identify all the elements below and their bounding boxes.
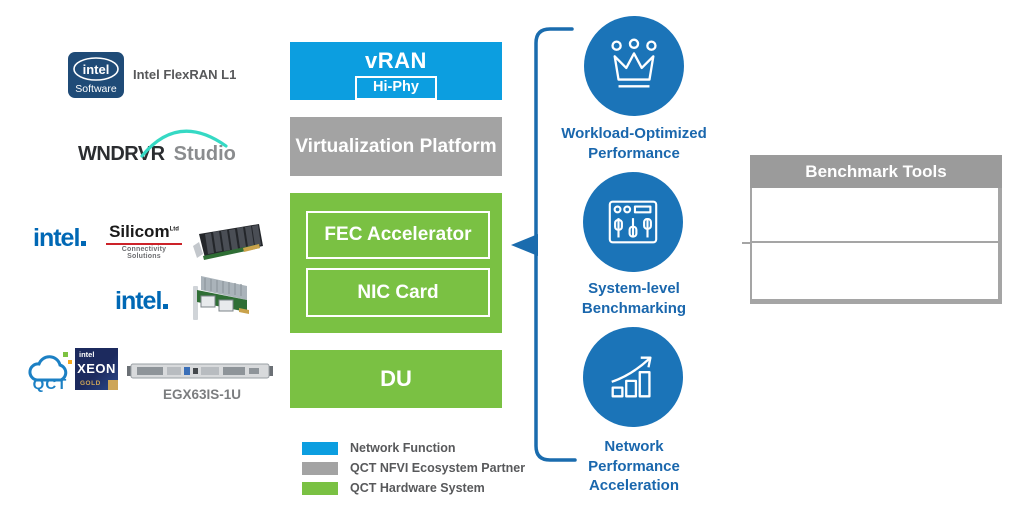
windriver-wordmark: WNDRVR xyxy=(78,143,165,165)
intel-software-label: Software xyxy=(75,82,117,95)
green-swatch-icon xyxy=(302,481,338,495)
intel-wordmark: intel xyxy=(33,224,80,252)
windriver-arc-icon xyxy=(140,129,228,158)
fec-accelerator-card-photo xyxy=(193,224,263,260)
benefit-label-workload: Workload-Optimized Performance xyxy=(561,125,707,162)
silicom-tagline: Connectivity Solutions xyxy=(121,246,167,260)
xeon-name-label: XEON xyxy=(77,361,116,376)
xeon-gold-corner xyxy=(108,380,118,390)
crown-icon xyxy=(611,38,657,88)
qct-logo: QCT xyxy=(26,347,74,393)
legend: Network Function QCT NFVI Ecosystem Part… xyxy=(302,441,525,501)
intel-software-logo: intel Software xyxy=(68,52,124,98)
silicom-wordmark: Silicom xyxy=(109,222,170,241)
fec-accelerator-box: FEC Accelerator xyxy=(306,211,490,259)
mixer-icon xyxy=(608,200,658,244)
vran-title: vRAN xyxy=(365,48,427,73)
benchmark-tools-header: Benchmark Tools xyxy=(750,155,1002,188)
hi-phy-chip: Hi-Phy xyxy=(355,76,437,100)
flexran-label: Intel FlexRAN L1 xyxy=(133,67,237,82)
benefit-label-acceleration: Network Performance Acceleration xyxy=(588,438,680,494)
silicom-red-line xyxy=(106,243,182,245)
benefit-circle-acceleration xyxy=(583,327,683,427)
nic-card-photo xyxy=(193,276,249,320)
benefit-label-benchmarking: System-level Benchmarking xyxy=(581,280,687,317)
benchmark-tools-body xyxy=(750,188,1002,304)
intel-oval-icon: intel xyxy=(73,56,119,81)
benchmark-row xyxy=(752,243,998,299)
fec-accelerator-label: FEC Accelerator xyxy=(324,224,472,245)
qct-cloud-icon xyxy=(28,352,72,382)
windriver-studio-label: Studio xyxy=(173,143,236,165)
svg-text:intel: intel xyxy=(83,62,110,77)
intel-dot-icon xyxy=(163,304,169,309)
legend-label: QCT NFVI Ecosystem Partner xyxy=(350,461,526,475)
intel-logo-nic: intel xyxy=(115,287,169,315)
server-model-label: EGX63IS-1U xyxy=(162,387,242,402)
legend-item-network-function: Network Function xyxy=(302,441,525,455)
intel-logo-fec: intel xyxy=(33,224,87,252)
hardware-group-box: FEC Accelerator NIC Card xyxy=(290,193,502,333)
benefit-circle-benchmarking xyxy=(583,172,683,272)
legend-item-hardware-system: QCT Hardware System xyxy=(302,481,525,495)
du-box: DU xyxy=(290,350,502,408)
gray-swatch-icon xyxy=(302,461,338,475)
virtualization-platform-box: Virtualization Platform xyxy=(290,117,502,176)
nic-card-box: NIC Card xyxy=(306,268,490,317)
xeon-badge: intel XEON GOLD xyxy=(75,348,118,390)
intel-wordmark: intel xyxy=(115,287,162,315)
server-photo xyxy=(127,363,273,379)
bracket-arrow-icon xyxy=(511,27,577,462)
silicom-ltd-label: Ltd xyxy=(169,226,179,233)
benefit-circle-workload xyxy=(584,16,684,116)
nic-card-label: NIC Card xyxy=(357,281,439,303)
benchmark-row xyxy=(752,188,998,243)
xeon-gold-label: GOLD xyxy=(80,380,101,387)
windriver-studio-logo: WNDRVR Studio xyxy=(78,143,236,166)
blue-swatch-icon xyxy=(302,441,338,455)
table-divider-tick xyxy=(742,242,750,244)
qct-wordmark: QCT xyxy=(32,376,68,393)
du-label: DU xyxy=(380,366,412,391)
legend-item-ecosystem-partner: QCT NFVI Ecosystem Partner xyxy=(302,461,525,475)
legend-label: Network Function xyxy=(350,441,456,455)
legend-label: QCT Hardware System xyxy=(350,481,485,495)
growth-icon xyxy=(611,356,652,398)
xeon-intel-label: intel xyxy=(79,350,95,359)
vran-box: vRAN Hi-Phy xyxy=(290,42,502,100)
benchmark-tools-table: Benchmark Tools xyxy=(750,155,1002,304)
virtualization-platform-label: Virtualization Platform xyxy=(295,135,497,157)
silicom-logo: SilicomLtd Connectivity Solutions xyxy=(104,221,184,260)
intel-dot-icon xyxy=(81,241,87,246)
